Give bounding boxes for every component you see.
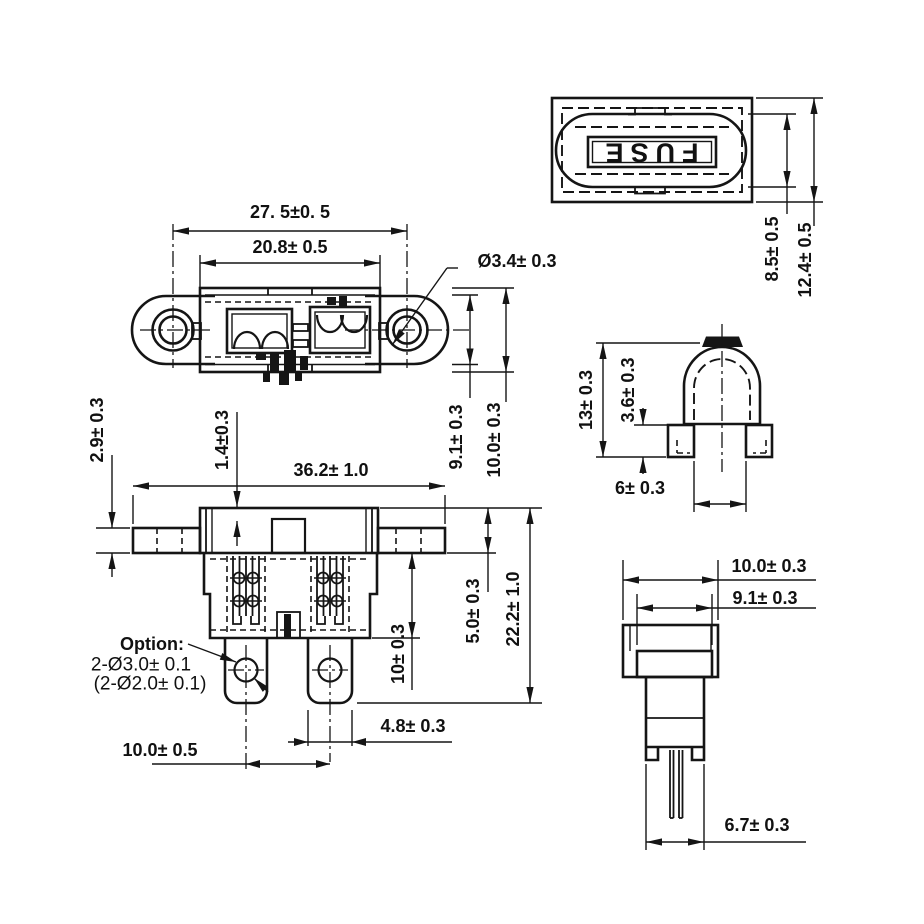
dim-side-top-width: 10.0± 0.3 (731, 556, 807, 576)
dim-flange-thickness: 2.9± 0.3 (87, 397, 107, 463)
dim-cover-inner-height: 8.5± 0.5 (762, 216, 782, 282)
dim-depth-outer: 10.0± 0.3 (484, 402, 504, 478)
holder-side-view (621, 560, 816, 850)
holder-top-view (130, 224, 514, 402)
dim-side-bottom-width: 6.7± 0.3 (724, 815, 790, 835)
dim-hole-diameter: Ø3.4± 0.3 (477, 251, 557, 271)
dim-total-width: 36.2± 1.0 (293, 460, 369, 480)
dim-blade-width: 4.8± 0.3 (380, 716, 446, 736)
dim-total-height: 22.2± 1.0 (503, 571, 523, 647)
dim-cap-tab-height: 3.6± 0.3 (618, 357, 638, 423)
dim-body-width: 20.8± 0.5 (252, 237, 328, 257)
dim-depth-inner: 9.1± 0.3 (446, 404, 466, 470)
dim-cap-neck-width: 6± 0.3 (615, 478, 665, 498)
dim-upper-height: 5.0± 0.3 (463, 578, 483, 644)
cap-side-view (596, 324, 774, 512)
dim-lower-height: 10± 0.3 (388, 624, 408, 684)
dim-cover-outer-height: 12.4± 0.5 (795, 222, 815, 298)
option-hole-dia-2: (2-Ø2.0± 0.1) (93, 673, 207, 695)
dim-window-offset: 1.4±0.3 (212, 410, 232, 470)
option-title: Option: (120, 634, 184, 654)
dim-side-inner-width: 9.1± 0.3 (732, 588, 798, 608)
holder-front-view (96, 412, 542, 772)
dim-hole-span: 27. 5±0. 5 (250, 202, 330, 222)
dim-cap-height: 13± 0.3 (576, 370, 596, 430)
cover-top-view (550, 96, 823, 226)
fuse-marking-text: FUSE (598, 137, 699, 168)
option-hole-dia-1: 2-Ø3.0± 0.1 (90, 654, 192, 676)
dim-blade-pitch: 10.0± 0.5 (122, 740, 198, 760)
